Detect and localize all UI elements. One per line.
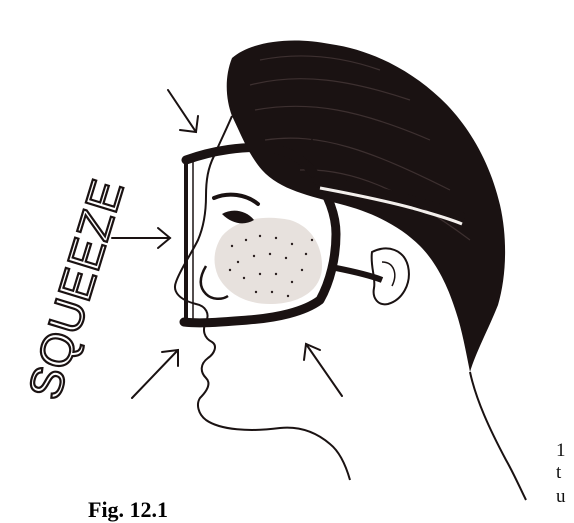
arrow-top-forehead-icon [168,90,198,132]
arrow-lower-right-icon [304,344,342,396]
side-text-fragment: u [556,486,566,508]
cheek-shading [215,218,322,304]
brow [214,195,258,204]
side-text-fragment: 1 [556,440,566,462]
side-text-fragment: t [556,462,561,484]
figure-caption: Fig. 12.1 [88,497,168,523]
eye [222,211,254,224]
arrow-lower-left-icon [132,350,178,398]
neck-back [470,372,526,500]
squeeze-label: SQUEEZE [18,173,134,405]
